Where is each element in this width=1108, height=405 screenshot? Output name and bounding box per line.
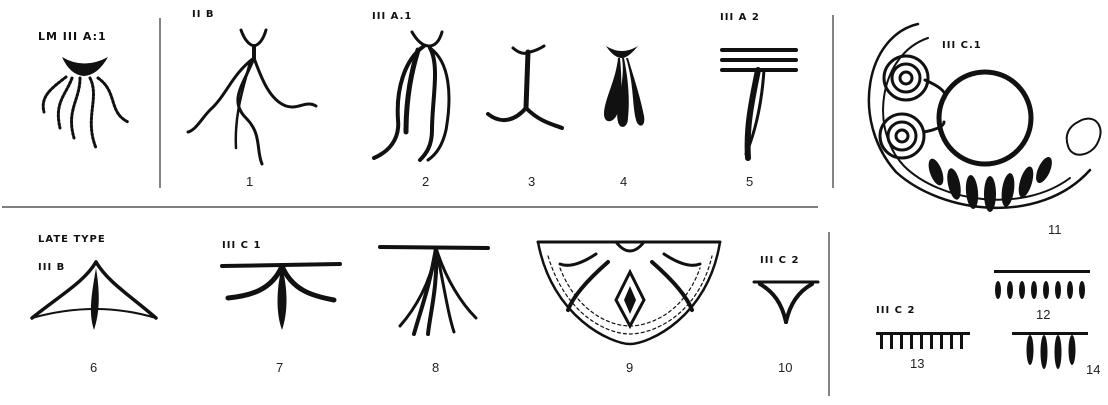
figure-number-3: 3	[528, 174, 535, 189]
figure-number-14: 14	[1086, 362, 1100, 377]
motif-10	[754, 282, 818, 322]
motif-5	[722, 50, 796, 158]
figure-number-11: 11	[1048, 222, 1062, 237]
label-iii-c2-a: III C 2	[760, 255, 799, 266]
motif-4	[604, 46, 644, 127]
label-late-type: LATE TYPE	[38, 234, 106, 245]
motif-9	[538, 242, 720, 344]
label-iii-b: III B	[38, 262, 65, 273]
figure-number-1: 1	[246, 174, 253, 189]
label-ii-b: II B	[192, 9, 215, 20]
figure-number-10: 10	[778, 360, 792, 375]
motif-13	[876, 332, 970, 349]
motif-2	[374, 32, 449, 160]
figure-number-8: 8	[432, 360, 439, 375]
motif-3	[488, 46, 562, 128]
figure-number-5: 5	[746, 174, 753, 189]
motif-8	[380, 247, 488, 334]
label-iii-c1-top: III C.1	[942, 40, 982, 51]
label-iii-a1: III A.1	[372, 11, 412, 22]
figure-number-7: 7	[276, 360, 283, 375]
motif-1	[188, 30, 316, 164]
figure-number-9: 9	[626, 360, 633, 375]
figure-number-4: 4	[620, 174, 627, 189]
motif-12	[994, 270, 1090, 299]
motif-14	[1012, 332, 1088, 369]
label-lm-iiia1: LM III A:1	[38, 30, 107, 43]
motif-11	[869, 24, 1101, 212]
figure-number-13: 13	[910, 356, 924, 371]
motif-7	[222, 264, 340, 330]
figure-number-6: 6	[90, 360, 97, 375]
motif-octopus-fuzzy	[43, 57, 128, 148]
figure-number-12: 12	[1036, 307, 1050, 322]
figure-number-2: 2	[422, 174, 429, 189]
label-iii-a2: III A 2	[720, 12, 760, 23]
label-iii-c2-b: III C 2	[876, 305, 915, 316]
label-iii-c1: III C 1	[222, 240, 261, 251]
